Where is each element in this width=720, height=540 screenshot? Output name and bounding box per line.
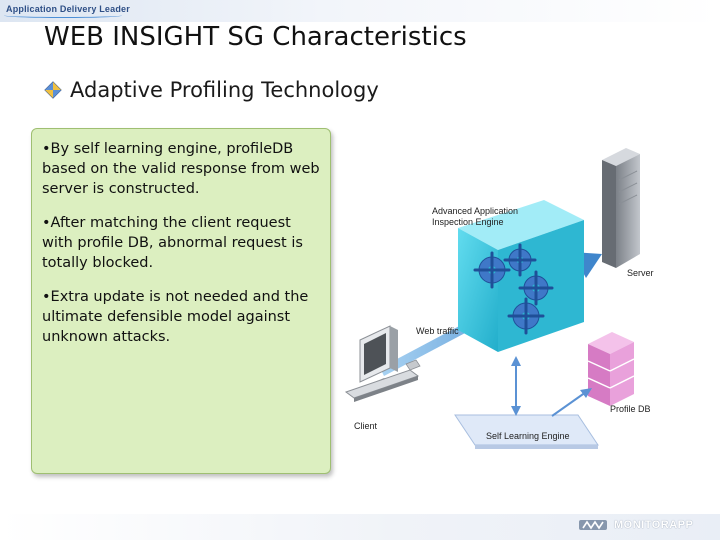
server-label: Server xyxy=(627,268,654,278)
description-paragraph: •After matching the client request with … xyxy=(42,215,303,271)
learning-arrows xyxy=(511,356,592,417)
server-tower xyxy=(602,148,640,268)
monitorapp-logo-icon xyxy=(579,520,607,530)
web-traffic-label: Web traffic xyxy=(416,326,459,336)
header-tagline-text: Application Delivery Leader xyxy=(6,4,130,14)
architecture-diagram-graphic xyxy=(344,148,640,449)
description-paragraph: •Extra update is not needed and the ulti… xyxy=(42,289,309,345)
inspection-engine-cube xyxy=(458,200,584,352)
main-bullet-text: Adaptive Profiling Technology xyxy=(70,78,379,102)
footer-logo: MONITORAPP xyxy=(578,518,693,532)
client-computer xyxy=(344,325,421,402)
header-tagline: Application Delivery Leader xyxy=(4,4,130,18)
self-learning-label: Self Learning Engine xyxy=(486,431,570,441)
diamond-bullet-icon xyxy=(44,81,62,99)
client-label: Client xyxy=(354,421,378,431)
description-box: •By self learning engine, profileDB base… xyxy=(31,128,331,474)
header-swoosh xyxy=(4,13,122,18)
profile-db-stack xyxy=(587,332,635,406)
slide-title: WEB INSIGHT SG Characteristics xyxy=(44,22,467,52)
profile-db-label: Profile DB xyxy=(610,404,651,414)
footer-brand-text: MONITORAPP xyxy=(614,519,694,531)
header-band xyxy=(0,0,720,22)
main-bullet: Adaptive Profiling Technology xyxy=(44,78,379,102)
description-paragraph: •By self learning engine, profileDB base… xyxy=(42,141,320,197)
self-learning-plate xyxy=(454,414,599,449)
